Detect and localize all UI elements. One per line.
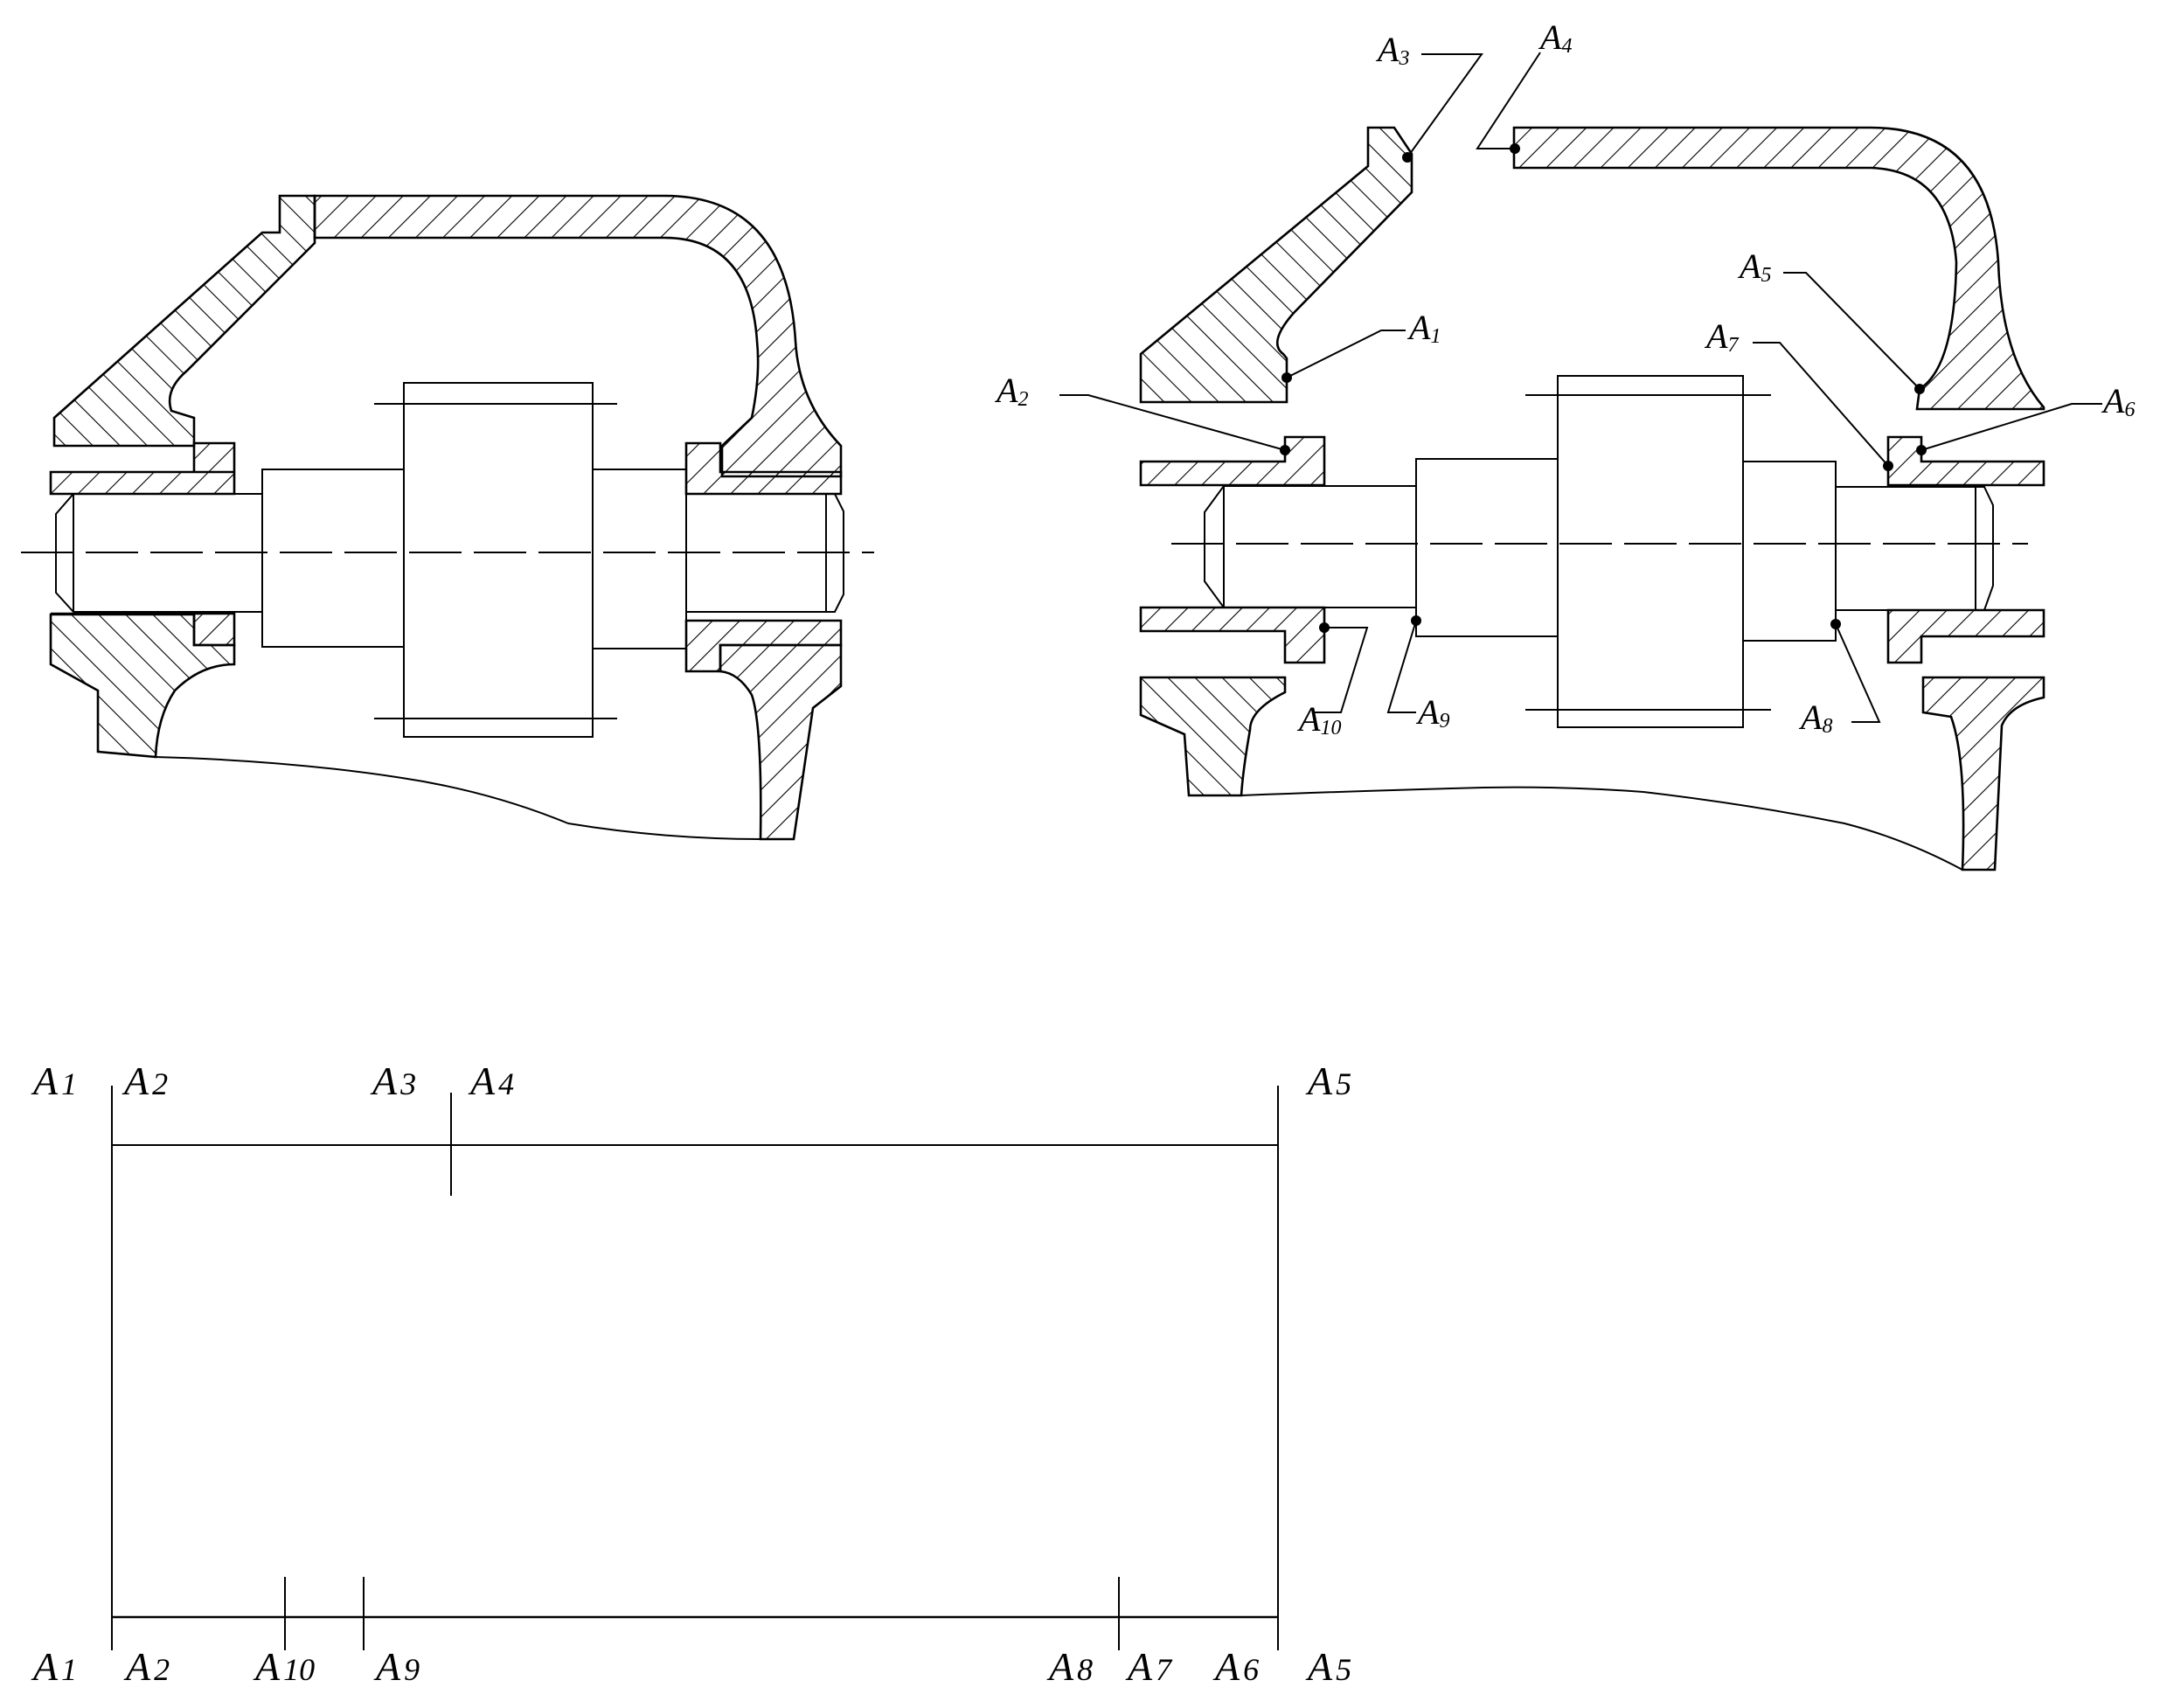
lower-housing-left-part [1139, 676, 1287, 797]
leader-a5 [1783, 272, 1920, 390]
callout-labels: A1 A2 A3 A4 A5 A6 A7 A8 A9 A10 [994, 17, 2135, 739]
shaft-step-right [592, 469, 687, 649]
cover-part [1139, 126, 1413, 404]
shaft-exploded-step-right [1742, 461, 1837, 642]
break-line-right [1240, 786, 1963, 871]
gear-left [403, 382, 594, 738]
shaft-exploded-step-left [1415, 458, 1559, 637]
leader-a4 [1476, 52, 1541, 149]
housing-lower-left-section [49, 613, 236, 759]
housing-body-part [1512, 126, 2045, 411]
leader-a7 [1753, 342, 1889, 467]
leader-a6 [1920, 403, 2102, 451]
shaft-exploded-left-end [1204, 485, 1417, 608]
housing-body-section [313, 194, 843, 478]
leader-a1 [1286, 330, 1406, 378]
label-a10: A10 [1296, 699, 1341, 739]
shaft-step-left [261, 469, 405, 648]
label-a8: A8 [1798, 698, 1832, 738]
shaft-exploded-right-end [1836, 486, 1994, 611]
left-cap-part-top [1139, 435, 1326, 487]
housing-cover-section [52, 194, 316, 448]
label-a4: A4 [1538, 17, 1572, 58]
exploded-view [1059, 52, 2102, 871]
left-cap-part-bottom [1139, 606, 1326, 664]
leader-a10 [1315, 627, 1369, 713]
label-a3: A3 [1375, 30, 1409, 70]
label-a6: A6 [2101, 381, 2135, 421]
assembled-view [21, 194, 874, 841]
label-a5: A5 [1737, 246, 1771, 287]
break-line-left [155, 756, 761, 840]
right-cap-part-top [1886, 435, 2045, 487]
leader-a8 [1835, 623, 1881, 723]
lower-housing-right-part [1921, 676, 2045, 871]
label-a7: A7 [1704, 316, 1739, 357]
left-bearing-cap-top [49, 441, 236, 496]
label-a9: A9 [1415, 692, 1449, 732]
leader-a9 [1386, 620, 1417, 713]
leader-a3 [1406, 53, 1483, 158]
housing-lower-right-section [719, 643, 843, 841]
gear-exploded [1557, 375, 1744, 728]
label-a2: A2 [994, 371, 1028, 411]
right-cap-part-bottom [1886, 608, 2045, 664]
label-a1: A1 [1406, 308, 1441, 348]
leader-a2 [1059, 394, 1286, 451]
